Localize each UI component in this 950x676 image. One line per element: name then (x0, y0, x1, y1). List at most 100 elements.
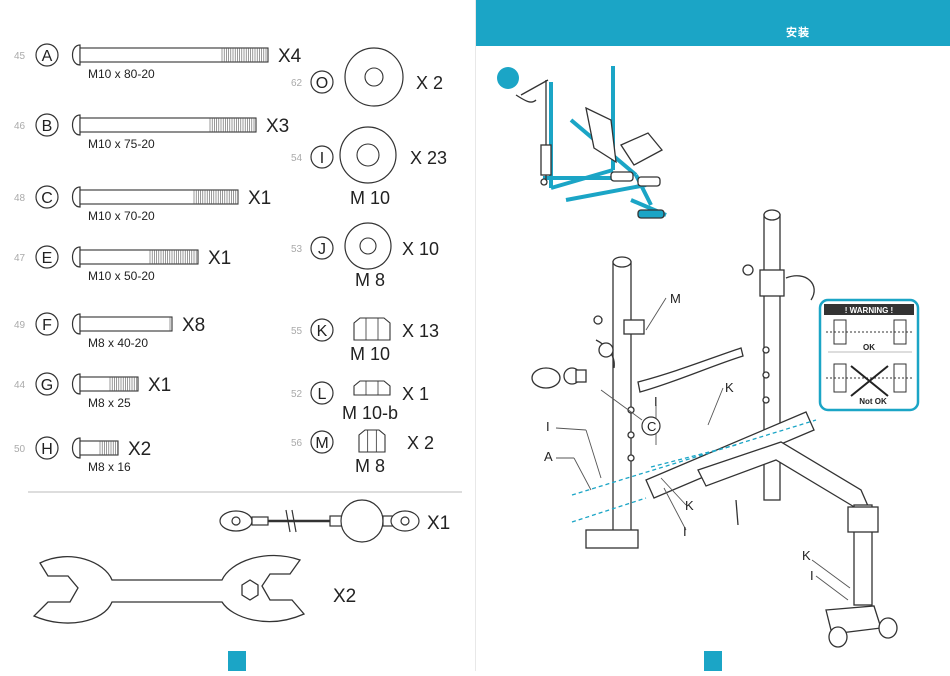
wrench-illustration (34, 556, 304, 624)
hardware-qty: X 2 (416, 73, 443, 93)
bolt-head (73, 45, 81, 65)
callout-label: K (802, 548, 811, 563)
hardware-diagram: 45 A M10 x 80-20 X4 46 B M10 x 75-20 X3 48 C M10 x… (0, 0, 475, 671)
bolt-shank (80, 190, 238, 204)
bolt-size: M8 x 16 (88, 460, 131, 474)
page-tab-right (704, 651, 722, 671)
part-index: 62 (291, 78, 303, 89)
part-index: 50 (14, 444, 26, 455)
bolt-shank (80, 317, 172, 331)
part-index: 56 (291, 438, 303, 449)
bolt-head (73, 314, 81, 334)
part-index: 47 (14, 253, 26, 264)
bolt-shank (80, 441, 118, 455)
warning-not-ok: Not OK (859, 397, 887, 406)
hardware-size: M 10-b (342, 403, 398, 423)
part-letter: J (318, 241, 326, 258)
warning-title: ! WARNING ! (845, 306, 893, 315)
hardware-item: 52 L X 1M 10-b (291, 381, 429, 423)
exploded-frame-illustration (532, 210, 897, 647)
bolt-item: 45 A M10 x 80-20 X4 (14, 44, 302, 81)
bolt-size: M10 x 75-20 (88, 137, 155, 151)
warning-ok: OK (863, 343, 875, 352)
bolt-size: M10 x 70-20 (88, 209, 155, 223)
part-letter: L (318, 386, 327, 403)
bolt-item: 44 G M8 x 25 X1 (14, 373, 171, 410)
cable-illustration (220, 500, 419, 542)
bolt-head (73, 374, 81, 394)
callout-label: K (685, 498, 694, 513)
callout-label: I (683, 524, 687, 539)
bolt-head (73, 247, 81, 267)
bolt-item: 48 C M10 x 70-20 X1 (14, 186, 271, 223)
bolt-qty: X1 (148, 375, 171, 396)
part-index: 49 (14, 320, 26, 331)
part-letter: G (41, 377, 53, 394)
hardware-size: M 10 (350, 188, 390, 208)
part-letter: H (41, 441, 53, 458)
bolt-list: 45 A M10 x 80-20 X4 46 B M10 x 75-20 X3 48 C M10 x… (14, 44, 302, 474)
bolt-item: 50 H M8 x 16X2 (14, 437, 151, 474)
bolt-size: M8 x 25 (88, 396, 131, 410)
callout-label: I (810, 568, 814, 583)
callout-label: C (647, 419, 656, 434)
part-index: 45 (14, 51, 26, 62)
bolt-head (73, 438, 81, 458)
part-letter: A (42, 48, 53, 65)
bolt-size: M10 x 50-20 (88, 269, 155, 283)
bolt-head (73, 187, 81, 207)
cable-qty: X1 (427, 513, 450, 534)
part-letter: C (41, 190, 53, 207)
bolt-qty: X1 (208, 248, 231, 269)
part-letter: O (316, 75, 328, 92)
bolt-item: 46 B M10 x 75-20 X3 (14, 114, 289, 151)
part-letter: F (42, 317, 52, 334)
part-index: 48 (14, 193, 26, 204)
part-index: 46 (14, 121, 26, 132)
assembly-page: 安装 (475, 0, 950, 671)
part-letter: E (42, 250, 53, 267)
bolt-head (73, 115, 81, 135)
hardware-size: M 8 (355, 270, 385, 290)
hardware-qty: X 1 (402, 384, 429, 404)
hardware-item: 62 O X 2 (291, 48, 443, 106)
part-letter: M (315, 435, 328, 452)
wrench-qty: X2 (333, 586, 356, 607)
hardware-size: M 10 (350, 344, 390, 364)
hardware-qty: X 13 (402, 321, 439, 341)
part-index: 55 (291, 326, 303, 337)
assembly-diagram: M K I C I A K I K I ! WARNING ! (476, 0, 950, 671)
bolt-size: M8 x 40-20 (88, 336, 148, 350)
part-index: 52 (291, 389, 303, 400)
part-letter: B (42, 118, 53, 135)
callout-label: A (544, 449, 553, 464)
bolt-qty: X4 (278, 46, 302, 67)
hardware-item: 55 K X 13 M 10 (291, 318, 439, 364)
hardware-qty: X 23 (410, 148, 447, 168)
bolt-qty: X1 (248, 188, 271, 209)
bolt-item: 47 E M10 x 50-20 X1 (14, 246, 231, 283)
bolt-size: M10 x 80-20 (88, 67, 155, 81)
step-badge (497, 67, 519, 89)
bolt-item: 49 F M8 x 40-20 X8 (14, 313, 205, 350)
callout-label: I (654, 394, 658, 409)
bolt-shank (80, 250, 198, 264)
bolt-qty: X8 (182, 315, 205, 336)
hardware-item: 54IX 23M 10 (291, 127, 447, 208)
hardware-list: 62OX 254IX 23M 1053JX 10M 855KX 13M 1052… (291, 48, 447, 476)
hardware-page: 45 A M10 x 80-20 X4 46 B M10 x 75-20 X3 48 C M10 x… (0, 0, 475, 671)
part-index: 44 (14, 380, 26, 391)
part-index: 53 (291, 244, 303, 255)
hardware-size: M 8 (355, 456, 385, 476)
part-letter: K (317, 323, 328, 340)
bolt-qty: X2 (128, 439, 151, 460)
page-tab-left (228, 651, 246, 671)
warning-box: ! WARNING ! OK Not OK (820, 300, 918, 410)
callout-label: K (725, 380, 734, 395)
part-index: 54 (291, 153, 303, 164)
bolt-shank (80, 377, 138, 391)
callout-label: I (546, 419, 550, 434)
bolt-qty: X3 (266, 116, 289, 137)
